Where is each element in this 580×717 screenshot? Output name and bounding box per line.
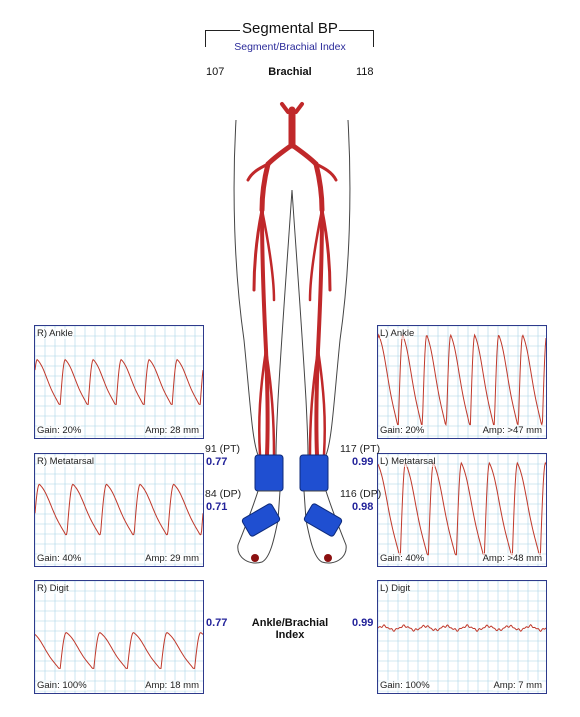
gain-label: Gain: 100%: [380, 680, 430, 691]
left-digit-sensor: [324, 554, 332, 562]
header: Segmental BP Segment/Brachial Index: [0, 0, 580, 60]
left-pt-index: 0.99: [352, 456, 374, 468]
panel-right-ankle: R) Ankle Gain: 20% Amp: 28 mm: [34, 325, 204, 439]
title-bracket-left: [205, 30, 240, 47]
page-title: Segmental BP: [242, 20, 338, 37]
gain-label: Gain: 40%: [37, 553, 82, 564]
legs-illustration: [233, 102, 351, 564]
grid: [35, 454, 203, 566]
grid: [378, 454, 546, 566]
abi-label: Ankle/Brachial Index: [251, 617, 329, 641]
right-metatarsal-cuff: [241, 503, 281, 537]
waveform-left-ankle: [378, 326, 546, 438]
page-subtitle: Segment/Brachial Index: [234, 41, 346, 53]
abi-left-value: 0.99: [352, 617, 374, 629]
right-pt-index: 0.77: [206, 456, 228, 468]
brachial-label: Brachial: [268, 66, 312, 78]
left-dp-index: 0.98: [352, 501, 374, 513]
left-ankle-cuff: [299, 454, 329, 492]
waveform-right-digit: [35, 581, 203, 693]
left-metatarsal-cuff: [303, 503, 343, 537]
grid: [378, 326, 546, 438]
panel-right-digit: R) Digit Gain: 100% Amp: 18 mm: [34, 580, 204, 694]
waveform-left-digit: [378, 581, 546, 693]
gain-label: Gain: 40%: [380, 553, 425, 564]
title-bracket-right: [339, 30, 374, 47]
waveform-trace: [378, 461, 546, 556]
gain-label: Gain: 100%: [37, 680, 87, 691]
panel-right-metatarsal: R) Metatarsal Gain: 40% Amp: 29 mm: [34, 453, 204, 567]
left-dp-pressure: 116 (DP): [340, 488, 382, 500]
waveform-right-metatarsal: [35, 454, 203, 566]
grid: [35, 326, 203, 438]
waveform-trace: [35, 632, 203, 669]
right-dp-index: 0.71: [206, 501, 228, 513]
waveform-left-metatarsal: [378, 454, 546, 566]
panel-label: L) Ankle: [380, 328, 415, 339]
amp-label: Amp: >47 mm: [482, 425, 542, 436]
right-ankle-cuff: [254, 454, 284, 492]
waveform-trace: [378, 333, 546, 427]
right-digit-sensor: [251, 554, 259, 562]
amp-label: Amp: >48 mm: [482, 553, 542, 564]
waveform-trace: [378, 624, 546, 633]
panel-left-metatarsal: L) Metatarsal Gain: 40% Amp: >48 mm: [377, 453, 547, 567]
right-pt-pressure: 91 (PT): [205, 443, 241, 455]
amp-label: Amp: 28 mm: [145, 425, 199, 436]
panel-label: R) Ankle: [37, 328, 73, 339]
waveform-right-ankle: [35, 326, 203, 438]
grid: [35, 581, 203, 693]
panel-label: L) Metatarsal: [380, 456, 436, 467]
panel-label: R) Digit: [37, 583, 69, 594]
panel-left-ankle: L) Ankle Gain: 20% Amp: >47 mm: [377, 325, 547, 439]
panel-left-digit: L) Digit Gain: 100% Amp: 7 mm: [377, 580, 547, 694]
left-pt-pressure: 117 (PT): [340, 443, 381, 455]
amp-label: Amp: 18 mm: [145, 680, 199, 691]
right-dp-pressure: 84 (DP): [205, 488, 242, 500]
brachial-row: 107 Brachial 118: [0, 66, 580, 80]
grid: [378, 581, 546, 693]
amp-label: Amp: 29 mm: [145, 553, 199, 564]
amp-label: Amp: 7 mm: [493, 680, 542, 691]
waveform-trace: [35, 358, 203, 405]
gain-label: Gain: 20%: [380, 425, 425, 436]
abi-right-value: 0.77: [206, 617, 228, 629]
panel-label: L) Digit: [380, 583, 411, 594]
brachial-left-value: 118: [356, 66, 374, 78]
gain-label: Gain: 20%: [37, 425, 82, 436]
panel-label: R) Metatarsal: [37, 456, 95, 467]
brachial-right-value: 107: [206, 66, 225, 78]
waveform-trace: [35, 483, 203, 536]
